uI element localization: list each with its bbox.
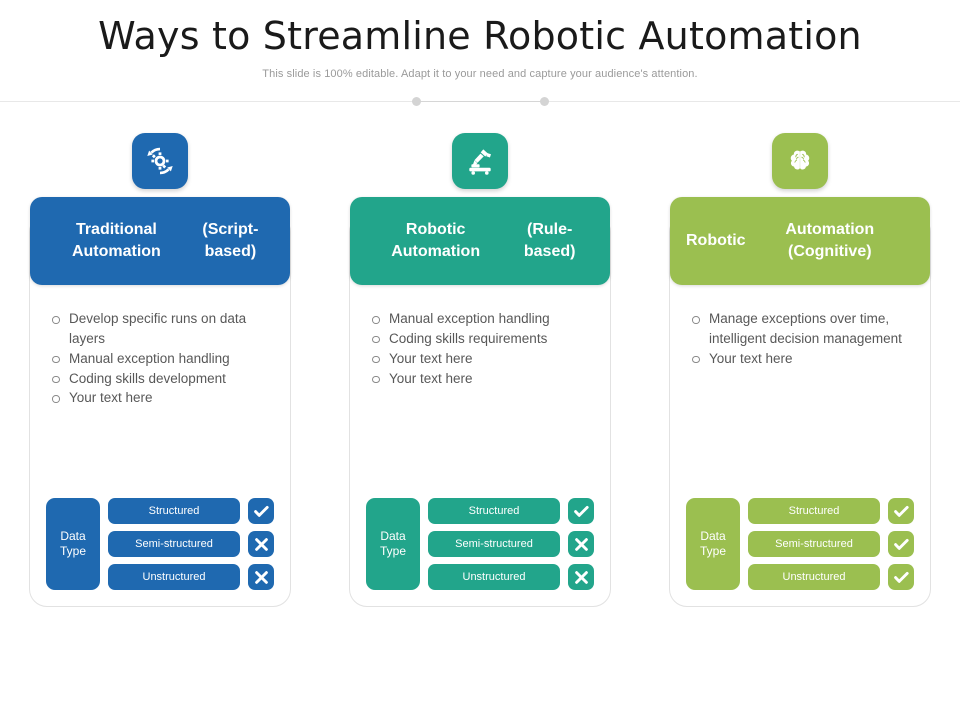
data-type-label-line2: Type (379, 544, 406, 558)
cross-icon (248, 564, 274, 590)
divider-line-accent (416, 101, 544, 102)
card-title-line1: Robotic (686, 232, 746, 250)
automation-card: Robotic Automation (Rule-based) Manual exc… (349, 197, 611, 607)
divider-dot-left (412, 97, 421, 106)
automation-card: Traditional Automation (Script-based) Deve… (29, 197, 291, 607)
data-type-row: Structured (428, 498, 594, 524)
data-type-name: Structured (108, 498, 240, 524)
bullet-item: Develop specific runs on data layers (50, 309, 280, 349)
data-type-name: Structured (428, 498, 560, 524)
check-icon (248, 498, 274, 524)
bullet-item: Manual exception handling (50, 349, 280, 369)
data-type-row: Unstructured (748, 564, 914, 590)
data-type-name: Unstructured (748, 564, 880, 590)
bullet-item: Your text here (50, 388, 280, 408)
card-title-line1: Traditional Automation (71, 221, 161, 260)
icon-tile (772, 133, 828, 189)
data-type-row: Semi-structured (748, 531, 914, 557)
automation-column: Robotic Automation (Rule-based) Manual exc… (320, 133, 640, 607)
data-type-row: Semi-structured (108, 531, 274, 557)
column-container: Traditional Automation (Script-based) Deve… (0, 133, 960, 607)
automation-card: Robotic Automation (Cognitive) Manage exce… (669, 197, 931, 607)
card-header-title: Robotic Automation (Rule-based) (350, 197, 610, 285)
data-type-label-line2: Type (59, 544, 86, 558)
check-icon (568, 498, 594, 524)
data-type-row: Unstructured (108, 564, 274, 590)
page-subtitle: This slide is 100% editable. Adapt it to… (262, 68, 698, 80)
card-title-line1: Robotic Automation (391, 221, 481, 260)
data-type-name: Semi-structured (428, 531, 560, 557)
gear-cycle-icon (143, 144, 177, 178)
bullet-item: Your text here (370, 369, 600, 389)
bullet-list: Manage exceptions over time, intelligent… (670, 309, 930, 369)
divider-dot-right (540, 97, 549, 106)
data-type-label-line2: Type (699, 544, 726, 558)
automation-column: Traditional Automation (Script-based) Deve… (0, 133, 320, 607)
data-type-name: Unstructured (428, 564, 560, 590)
automation-column: Robotic Automation (Cognitive) Manage exce… (640, 133, 960, 607)
card-title-line2: (Script-based) (202, 221, 259, 260)
header-divider (0, 94, 960, 110)
bullet-item: Manual exception handling (370, 309, 600, 329)
check-icon (888, 564, 914, 590)
page-title: Ways to Streamline Robotic Automation (98, 14, 862, 58)
cross-icon (568, 564, 594, 590)
data-type-name: Structured (748, 498, 880, 524)
bullet-item: Coding skills requirements (370, 329, 600, 349)
data-type-name: Unstructured (108, 564, 240, 590)
bullet-item: Your text here (370, 349, 600, 369)
card-title-line2: Automation (Cognitive) (785, 221, 875, 260)
bullet-item: Manage exceptions over time, intelligent… (690, 309, 920, 349)
icon-tile (132, 133, 188, 189)
card-title-line2: (Rule-based) (523, 221, 576, 260)
data-type-label-line1: Data (700, 529, 726, 543)
data-type-label-line1: Data (380, 529, 406, 543)
data-type-row: Semi-structured (428, 531, 594, 557)
data-type-name: Semi-structured (108, 531, 240, 557)
data-type-row: Structured (748, 498, 914, 524)
brain-icon (783, 144, 817, 178)
robot-arm-icon (463, 144, 497, 178)
slide-root: Ways to Streamline Robotic Automation Th… (0, 0, 960, 607)
check-icon (888, 531, 914, 557)
card-header-title: Traditional Automation (Script-based) (30, 197, 290, 285)
cross-icon (568, 531, 594, 557)
data-type-name: Semi-structured (748, 531, 880, 557)
bullet-item: Your text here (690, 349, 920, 369)
icon-tile (452, 133, 508, 189)
bullet-item: Coding skills development (50, 369, 280, 389)
card-header-title: Robotic Automation (Cognitive) (670, 197, 930, 285)
data-type-row: Structured (108, 498, 274, 524)
check-icon (888, 498, 914, 524)
data-type-row: Unstructured (428, 564, 594, 590)
data-type-label-line1: Data (60, 529, 86, 543)
cross-icon (248, 531, 274, 557)
